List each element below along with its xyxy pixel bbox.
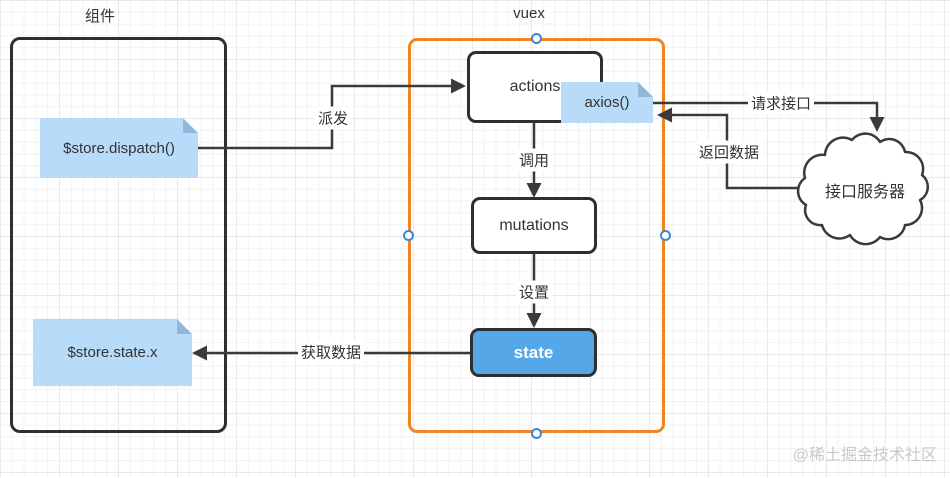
- vuex-handle-top[interactable]: [531, 32, 542, 44]
- edge-set-label: 设置: [515, 280, 553, 304]
- edge-request-arrowhead: [869, 117, 885, 132]
- axios-note[interactable]: axios(): [561, 82, 653, 123]
- store-dispatch-note[interactable]: $store.dispatch(): [40, 118, 198, 178]
- actions-node-label: actions: [509, 78, 561, 95]
- mutations-node-label: mutations: [499, 216, 569, 234]
- component-group-box[interactable]: [10, 37, 227, 433]
- vuex-group-title: vuex: [513, 5, 545, 22]
- edge-dispatch-label: 派发: [314, 106, 352, 130]
- store-dispatch-note-label: $store.dispatch(): [63, 139, 175, 157]
- axios-note-label: axios(): [584, 94, 630, 111]
- store-state-note[interactable]: $store.state.x: [33, 319, 192, 386]
- server-cloud-label: 接口服务器: [824, 184, 906, 201]
- component-group-title: 组件: [84, 8, 115, 25]
- mutations-node[interactable]: mutations: [471, 197, 597, 254]
- edge-get-data-label: 获取数据: [297, 340, 365, 364]
- state-node-label: state: [513, 342, 554, 362]
- vuex-handle-right[interactable]: [659, 230, 671, 241]
- store-state-note-label: $store.state.x: [67, 344, 158, 361]
- edge-call-label: 调用: [515, 148, 553, 172]
- state-node[interactable]: state: [470, 328, 597, 377]
- watermark-text: @稀土掘金技术社区: [792, 447, 937, 464]
- edge-return-label: 返回数据: [695, 140, 763, 164]
- vuex-handle-bottom[interactable]: [531, 427, 542, 439]
- vuex-handle-left[interactable]: [402, 230, 414, 241]
- edge-request-label: 请求接口: [747, 91, 815, 115]
